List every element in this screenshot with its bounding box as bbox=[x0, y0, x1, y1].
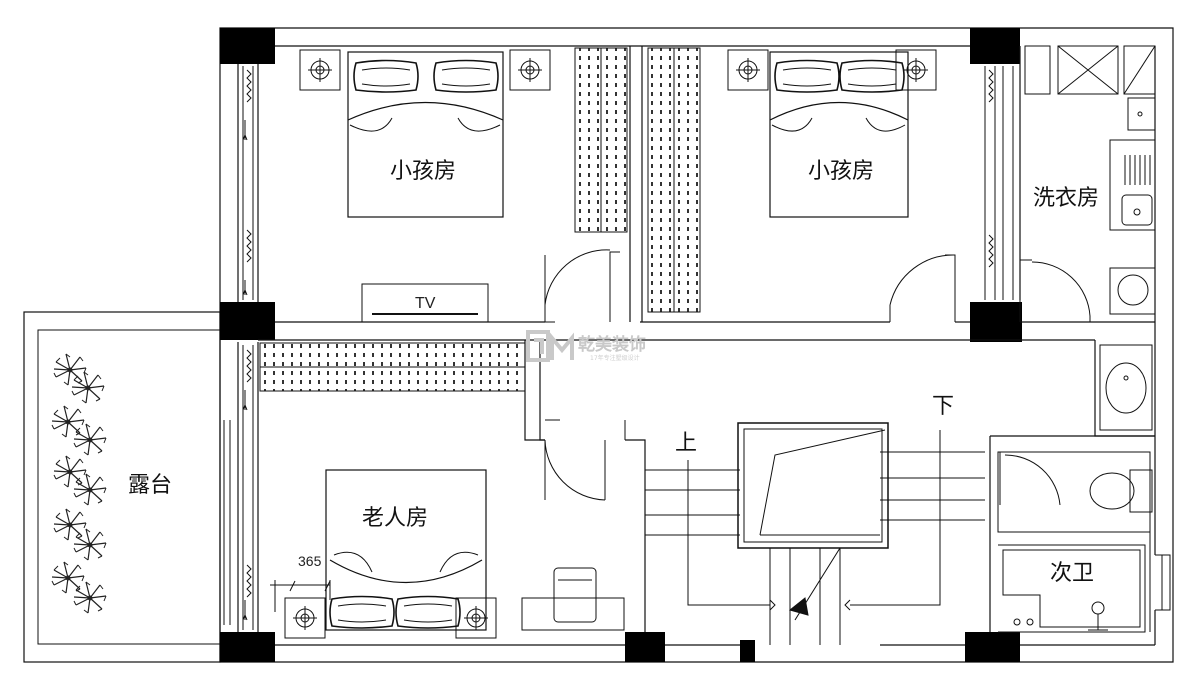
structural-columns bbox=[220, 28, 1022, 662]
window-left-upper bbox=[242, 66, 254, 300]
watermark-brand: 乾美装饰 bbox=[578, 334, 646, 355]
tv-label: TV bbox=[415, 295, 436, 312]
watermark-tagline: 17年专注墅级设计 bbox=[590, 354, 640, 362]
window-laundry bbox=[984, 66, 1014, 300]
child-room-right: 小孩房 bbox=[647, 47, 956, 322]
terrace bbox=[23, 311, 221, 663]
dimension-label: 365 bbox=[298, 553, 322, 569]
elder-room: 老人房 365 bbox=[270, 419, 626, 639]
stairs-down-label: 下 bbox=[932, 394, 954, 419]
window-left-lower bbox=[223, 345, 254, 630]
staircase bbox=[645, 422, 985, 645]
child-room-left: 小孩房 TV bbox=[299, 47, 628, 323]
room-label-child-left: 小孩房 bbox=[390, 159, 456, 184]
second-bathroom bbox=[997, 344, 1171, 633]
hall-cabinet bbox=[259, 342, 526, 392]
room-label-terrace: 露台 bbox=[128, 473, 172, 498]
room-label-bathroom: 次卫 bbox=[1050, 561, 1094, 586]
room-label-elder: 老人房 bbox=[362, 506, 428, 531]
room-label-child-right: 小孩房 bbox=[808, 159, 874, 184]
laundry-room bbox=[1019, 45, 1156, 322]
stairs-up-label: 上 bbox=[675, 431, 697, 456]
room-label-laundry: 洗衣房 bbox=[1033, 186, 1099, 211]
brand-watermark: 乾美装饰 17年专注墅级设计 bbox=[526, 330, 646, 362]
